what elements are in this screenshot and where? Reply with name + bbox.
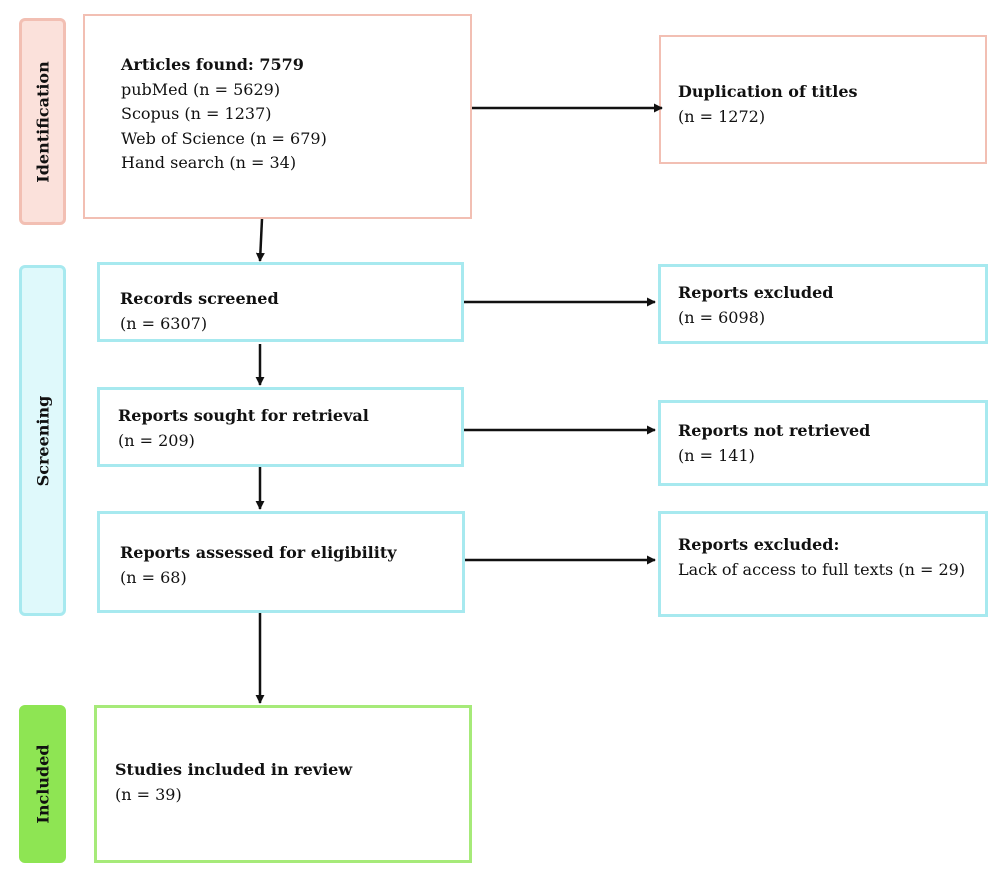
arrow-articles-to-screened — [255, 218, 265, 262]
source-pubmed: pubMed (n = 5629) — [121, 79, 281, 99]
source-web-of-science: Web of Science (n = 679) — [121, 128, 327, 148]
reports-sought-box: Reports sought for retrieval (n = 209) — [97, 387, 464, 467]
records-screened-count: (n = 6307) — [120, 313, 208, 333]
reports-excluded-full-text-title: Reports excluded: — [678, 535, 840, 554]
stage-screening: Screening — [19, 265, 66, 616]
records-screened-title: Records screened — [120, 289, 279, 308]
studies-included-box: Studies included in review (n = 39) — [94, 705, 472, 863]
records-screened-box: Records screened (n = 6307) — [97, 262, 464, 342]
articles-found-title: Articles found: 7579 — [121, 55, 304, 74]
duplication-count: (n = 1272) — [678, 106, 766, 126]
reports-not-retrieved-count: (n = 141) — [678, 445, 755, 465]
reports-excluded-title: Reports excluded — [678, 283, 834, 302]
reports-sought-title: Reports sought for retrieval — [118, 406, 369, 425]
duplication-box: Duplication of titles (n = 1272) — [659, 35, 987, 164]
reports-assessed-box: Reports assessed for eligibility (n = 68… — [97, 511, 465, 613]
reports-sought-count: (n = 209) — [118, 430, 195, 450]
stage-identification: Identification — [19, 18, 66, 225]
reports-excluded-count: (n = 6098) — [678, 307, 766, 327]
studies-included-title: Studies included in review — [115, 760, 353, 779]
reports-assessed-count: (n = 68) — [120, 567, 187, 587]
reports-not-retrieved-title: Reports not retrieved — [678, 421, 871, 440]
reports-excluded-box: Reports excluded (n = 6098) — [658, 264, 988, 344]
source-hand-search: Hand search (n = 34) — [121, 153, 297, 172]
duplication-title: Duplication of titles — [678, 82, 858, 101]
reports-not-retrieved-box: Reports not retrieved (n = 141) — [658, 400, 988, 486]
reports-assessed-title: Reports assessed for eligibility — [120, 543, 397, 562]
reports-excluded-full-text-box: Reports excluded: Lack of access to full… — [658, 511, 988, 617]
source-scopus: Scopus (n = 1237) — [121, 104, 272, 123]
articles-found-box: Articles found: 7579 pubMed (n = 5629) S… — [83, 14, 472, 219]
studies-included-count: (n = 39) — [115, 784, 182, 804]
reports-excluded-full-text-reason: Lack of access to full texts (n = 29) — [678, 559, 966, 579]
stage-included: Included — [19, 705, 66, 863]
